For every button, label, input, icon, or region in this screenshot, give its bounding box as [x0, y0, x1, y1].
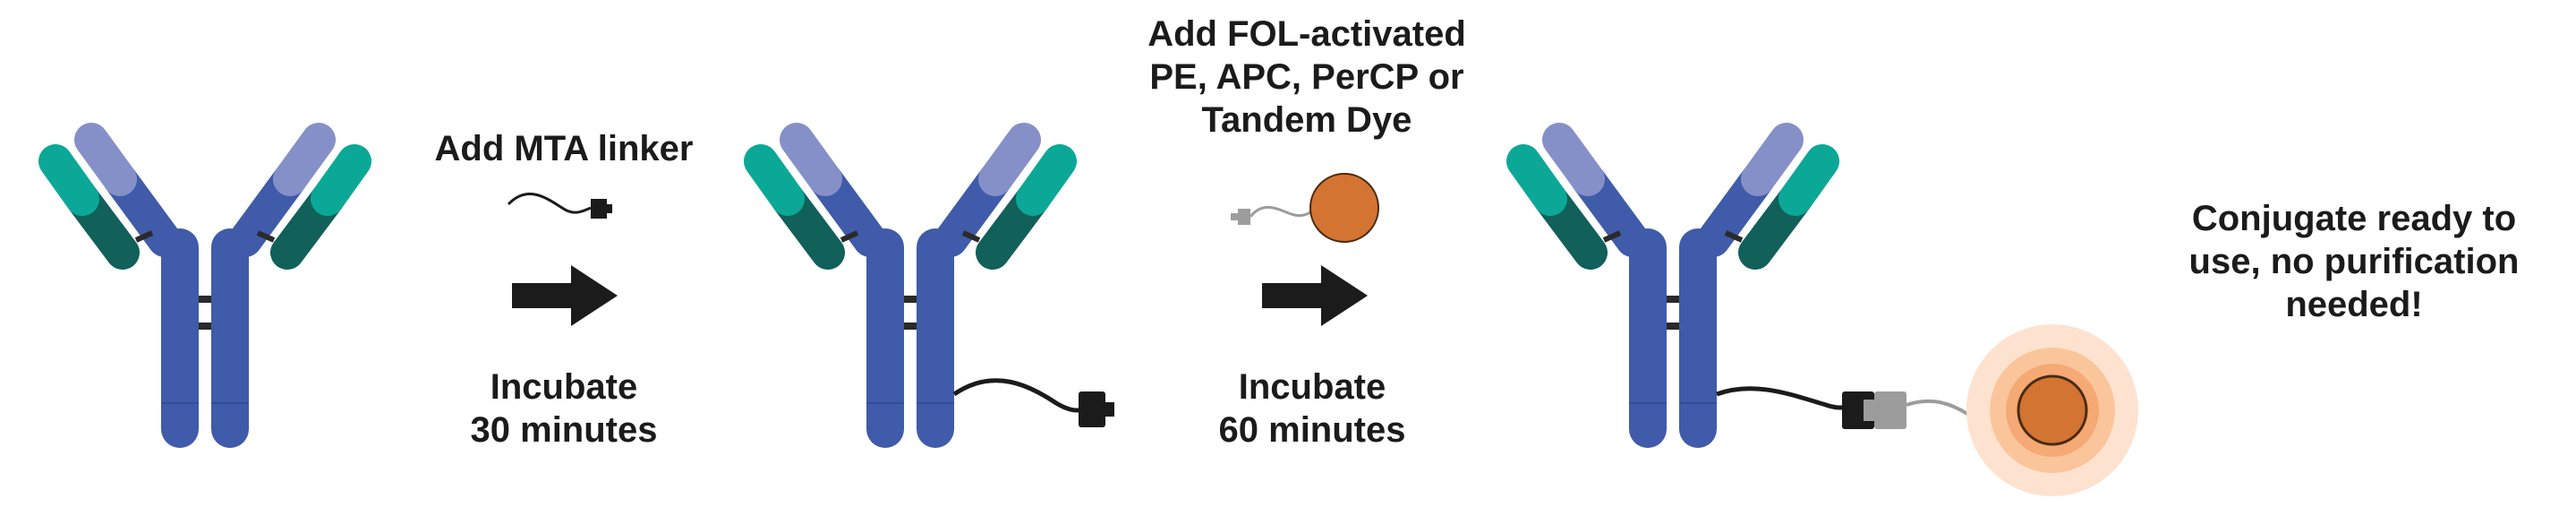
step2-label-line3: Tandem Dye — [1201, 100, 1412, 140]
step2-label: Add FOL-activated PE, APC, PerCP or Tand… — [1128, 13, 1486, 142]
result-line2: use, no purification — [2188, 242, 2520, 281]
result-text: Conjugate ready to use, no purification … — [2166, 197, 2542, 326]
step2-label-line1: Add FOL-activated — [1147, 14, 1466, 54]
arrow-icon — [512, 265, 618, 326]
mta-linker-icon — [507, 193, 612, 219]
antibody-icon — [761, 140, 1060, 448]
step1-label: Add MTA linker — [430, 127, 698, 170]
conjugate-icon — [1716, 324, 2138, 496]
result-line1: Conjugate ready to — [2191, 199, 2517, 238]
antibody-icon — [55, 140, 354, 448]
arrow-icon — [1262, 265, 1368, 326]
fol-dye-icon — [1231, 173, 1379, 243]
antibody-icon — [1523, 140, 1822, 448]
step1-incubate: Incubate 30 minutes — [430, 366, 698, 452]
result-line3: needed! — [2285, 285, 2423, 324]
step2-incubate-line1: Incubate — [1238, 367, 1386, 407]
step1-label-text: Add MTA linker — [434, 129, 694, 168]
mta-linker-icon — [952, 378, 1114, 427]
step2-incubate-line2: 60 minutes — [1218, 410, 1406, 450]
step1-incubate-line1: Incubate — [490, 367, 638, 407]
step1-incubate-line2: 30 minutes — [470, 410, 658, 450]
step2-incubate: Incubate 60 minutes — [1178, 366, 1446, 452]
step2-label-line2: PE, APC, PerCP or — [1149, 57, 1464, 97]
